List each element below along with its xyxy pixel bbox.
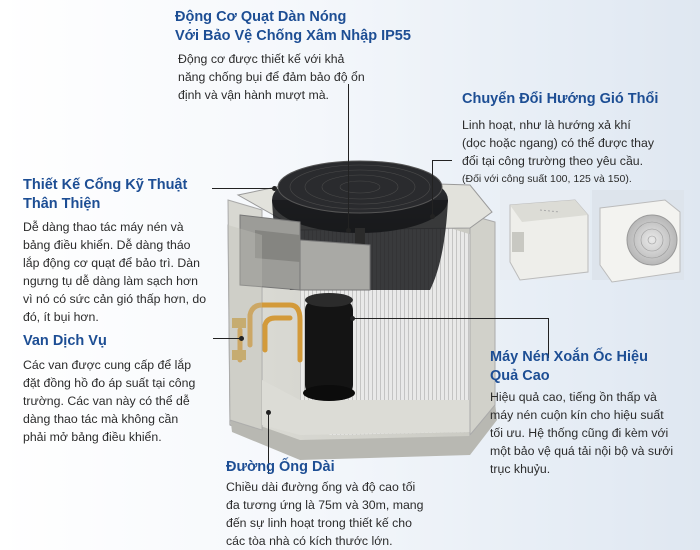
leader-airflow-h [432,160,452,161]
inset-horizontal-discharge [592,190,684,283]
design-title: Thiết Kế Cổng Kỹ Thuật Thân Thiện [23,177,188,212]
leader-dot-airflow [430,214,435,219]
piping-title: Đường Ống Dài [226,459,335,475]
compressor-title: Máy Nén Xoắn Ốc Hiệu Quả Cao [490,349,648,384]
leader-fan-motor [348,84,349,230]
design-description: Dễ dàng thao tác máy nén và bảng điều kh… [23,220,207,324]
compressor-description: Hiệu quả cao, tiếng ồn thấp và máy nén c… [490,390,674,476]
valve-title: Van Dịch Vụ [23,333,107,349]
leader-dot-design [272,186,277,191]
inset-vertical-discharge [500,190,590,281]
leader-compressor-h [352,318,548,319]
leader-airflow [432,160,433,216]
airflow-description: Linh hoạt, như là hướng xả khí (dọc hoặc… [462,118,654,185]
valve-description: Các van được cung cấp để lắp đặt đồng hồ… [23,358,196,444]
leader-dot-piping [266,410,271,415]
fan-motor-title: Động Cơ Quạt Dàn Nóng Với Bảo Vệ Chống X… [175,9,411,44]
piping-description: Chiều dài đường ống và độ cao tối đa tươ… [226,480,424,548]
leader-dot-compressor [350,316,355,321]
leader-design [212,188,274,189]
fan-motor-description: Động cơ được thiết kế với khả năng chống… [178,52,365,102]
leader-compressor [548,318,549,358]
leader-piping [268,412,269,474]
leader-valve [213,338,241,339]
leader-dot-fan-motor [346,228,351,233]
leader-dot-valve [239,336,244,341]
airflow-title: Chuyển Đổi Hướng Gió Thổi [462,91,659,107]
